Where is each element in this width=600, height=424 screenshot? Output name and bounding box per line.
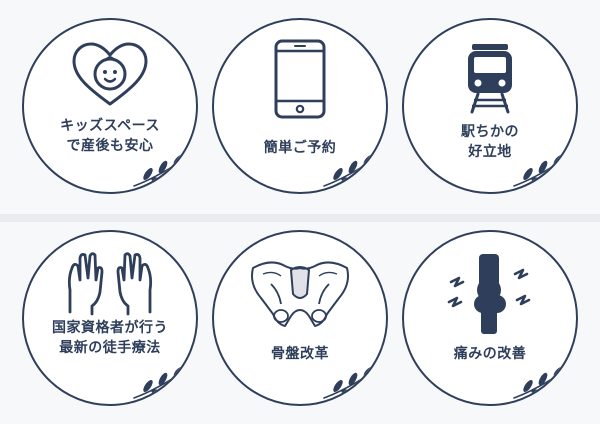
pelvis-icon xyxy=(251,261,349,327)
feature-station-access: 駅ちかの 好立地 xyxy=(402,18,578,194)
leaf-sprig-icon xyxy=(323,367,377,399)
feature-label: キッズスペース で産後も安心 xyxy=(24,116,196,156)
feature-pelvis-correction: 骨盤改革 xyxy=(212,230,388,406)
feature-label: 駅ちかの 好立地 xyxy=(404,122,576,162)
hands-icon xyxy=(67,252,153,316)
feature-label: 骨盤改革 xyxy=(214,344,386,364)
feature-label-line: 簡単ご予約 xyxy=(263,140,337,156)
feature-label-line: 最新の徒手療法 xyxy=(59,340,161,356)
baby-heart-icon xyxy=(72,42,148,106)
bone-joint-icon xyxy=(447,254,531,334)
feature-label: 痛みの改善 xyxy=(404,344,576,364)
leaf-sprig-icon xyxy=(323,155,377,187)
smartphone-icon xyxy=(274,39,326,119)
feature-label: 簡単ご予約 xyxy=(214,138,386,158)
feature-label-line: 国家資格者が行う xyxy=(52,320,168,336)
feature-label-line: 骨盤改革 xyxy=(271,346,329,362)
feature-easy-booking: 簡単ご予約 xyxy=(212,18,388,194)
leaf-sprig-icon xyxy=(133,367,187,399)
feature-licensed-therapy: 国家資格者が行う 最新の徒手療法 xyxy=(22,230,198,406)
feature-label-line: で産後も安心 xyxy=(66,138,154,154)
feature-label-line: 好立地 xyxy=(468,144,512,160)
leaf-sprig-icon xyxy=(513,367,567,399)
leaf-sprig-icon xyxy=(513,155,567,187)
feature-label-line: 駅ちかの xyxy=(461,124,519,140)
leaf-sprig-icon xyxy=(133,155,187,187)
train-icon xyxy=(468,44,512,114)
feature-label: 国家資格者が行う 最新の徒手療法 xyxy=(24,318,196,358)
feature-label-line: キッズスペース xyxy=(60,118,160,134)
feature-kids-space: キッズスペース で産後も安心 xyxy=(22,18,198,194)
feature-pain-relief: 痛みの改善 xyxy=(402,230,578,406)
feature-label-line: 痛みの改善 xyxy=(453,346,527,362)
